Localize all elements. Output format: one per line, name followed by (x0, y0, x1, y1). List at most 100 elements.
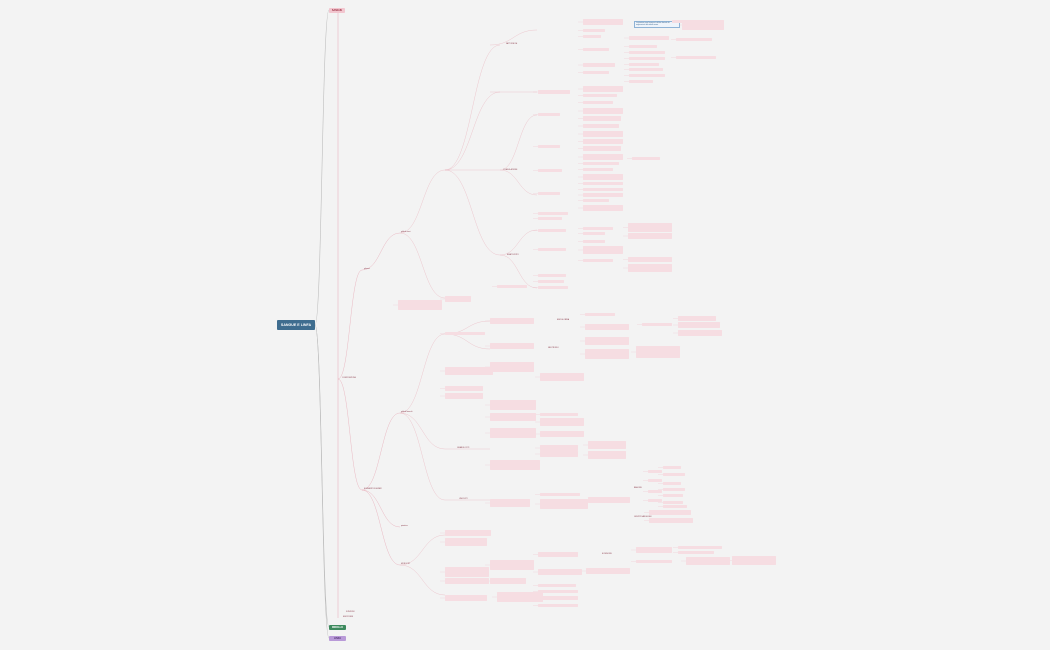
leaf-note[interactable] (538, 229, 566, 232)
leaf-note[interactable] (538, 90, 570, 94)
leaf-note[interactable] (586, 568, 630, 574)
sub-elementi-figurati[interactable]: ELEMENTI FIGURATI (364, 488, 382, 490)
leaf-note[interactable] (583, 101, 613, 104)
leaf-note[interactable] (540, 445, 578, 451)
leaf-note[interactable] (585, 337, 629, 345)
leaf-note[interactable] (583, 108, 623, 114)
leaf-note[interactable] (490, 499, 530, 507)
leaf-note[interactable] (583, 227, 613, 230)
leaf-note[interactable] (540, 418, 584, 426)
leaf-note[interactable] (583, 139, 623, 144)
leaf-note[interactable] (445, 296, 471, 302)
leaf-note[interactable] (398, 300, 442, 310)
leaf-note[interactable] (540, 499, 588, 509)
leaf-note[interactable] (663, 473, 685, 476)
leaf-note[interactable] (583, 182, 623, 185)
leaf-note[interactable] (497, 592, 543, 602)
leaf-note[interactable] (629, 51, 665, 54)
leaf-note[interactable] (540, 451, 578, 457)
leaf-note[interactable] (583, 168, 613, 171)
leaf-note[interactable] (540, 431, 584, 437)
leaf-note[interactable] (538, 584, 576, 587)
leaf-note[interactable] (490, 578, 526, 584)
node-basofili[interactable]: BASOFILI (634, 487, 643, 489)
leaf-note[interactable] (538, 552, 578, 557)
leaf-note[interactable] (583, 94, 617, 97)
node-fattore-rh[interactable]: FATTORE RH (506, 43, 518, 45)
leaf-note[interactable] (445, 367, 493, 375)
leaf-note[interactable] (732, 556, 776, 565)
node-monociti[interactable]: MONOCITI (401, 563, 410, 565)
leaf-note[interactable] (538, 169, 562, 172)
leaf-note[interactable] (538, 192, 560, 195)
leaf-note[interactable] (676, 38, 712, 41)
leaf-note[interactable] (583, 63, 615, 67)
leaf-note[interactable] (445, 595, 487, 601)
leaf-note[interactable] (583, 154, 623, 160)
leaf-note[interactable] (682, 20, 724, 30)
leaf-note[interactable] (648, 499, 662, 502)
leaf-note[interactable] (583, 259, 613, 262)
leaf-note[interactable] (583, 205, 623, 211)
leaf-note[interactable] (648, 490, 662, 493)
node-emoglobina[interactable]: EMOGLOBINA (557, 319, 570, 321)
node-granulociti[interactable]: GRANULOCITI (457, 447, 470, 449)
leaf-note[interactable] (583, 35, 601, 38)
leaf-note[interactable] (649, 518, 693, 523)
leaf-note[interactable] (629, 57, 665, 60)
leaf-note[interactable] (629, 63, 659, 66)
leaf-note[interactable] (629, 68, 663, 71)
leaf-note[interactable] (538, 145, 560, 148)
leaf-note[interactable] (678, 322, 720, 328)
sub-globuli-rossi[interactable]: globuli rossi (401, 231, 411, 233)
leaf-note[interactable] (583, 48, 609, 51)
leaf-note[interactable] (490, 428, 536, 438)
tag-sangue[interactable]: SANGUE (329, 8, 345, 13)
leaf-note[interactable] (583, 240, 605, 243)
leaf-note[interactable] (538, 569, 582, 575)
leaf-note[interactable] (583, 19, 623, 25)
leaf-note[interactable] (583, 193, 623, 197)
leaf-note[interactable] (628, 257, 672, 262)
leaf-note[interactable] (588, 451, 626, 459)
leaf-note[interactable] (490, 400, 536, 410)
node-gruppi-sanguigni[interactable]: GRUPPI SANGUIGNI (634, 516, 652, 518)
leaf-note[interactable] (497, 285, 527, 288)
leaf-note[interactable] (636, 560, 672, 563)
leaf-note[interactable] (538, 113, 560, 116)
leaf-note[interactable] (648, 479, 662, 482)
leaf-note[interactable] (583, 246, 623, 254)
leaf-note[interactable] (490, 318, 534, 324)
leaf-note[interactable] (583, 199, 609, 202)
leaf-note[interactable] (583, 232, 605, 235)
leaf-note[interactable] (686, 557, 730, 565)
leaf-note[interactable] (445, 530, 491, 536)
leaf-note[interactable] (583, 174, 623, 180)
leaf-note[interactable] (583, 71, 609, 74)
leaf-note[interactable] (445, 386, 483, 391)
leaf-note[interactable] (540, 373, 584, 381)
leaf-note[interactable] (583, 162, 619, 165)
leaf-note[interactable] (445, 578, 489, 584)
node-coagulazione[interactable]: COAGULAZIONE (503, 169, 518, 171)
leaf-note[interactable] (663, 482, 681, 485)
leaf-note[interactable] (585, 324, 629, 330)
leaf-note[interactable] (628, 233, 672, 239)
leaf-note[interactable] (583, 86, 623, 92)
leaf-note[interactable] (649, 510, 691, 515)
leaf-note[interactable] (490, 343, 534, 349)
leaf-note[interactable] (490, 460, 540, 470)
leaf-note[interactable] (678, 330, 722, 336)
tag-linfa[interactable]: LINFA (329, 636, 346, 641)
leaf-note[interactable] (663, 501, 683, 504)
leaf-note[interactable] (583, 131, 623, 137)
leaf-note[interactable] (538, 248, 566, 251)
leaf-note[interactable] (538, 212, 568, 215)
leaf-note[interactable] (663, 505, 687, 508)
sub-globuli-bianchi[interactable]: globuli bianchi (401, 411, 413, 413)
leaf-note[interactable] (538, 274, 566, 277)
leaf-note[interactable] (648, 470, 662, 473)
node-eosinofili[interactable]: EOSINOFILI (602, 553, 613, 555)
leaf-note[interactable] (628, 223, 672, 232)
leaf-note[interactable] (636, 547, 672, 553)
